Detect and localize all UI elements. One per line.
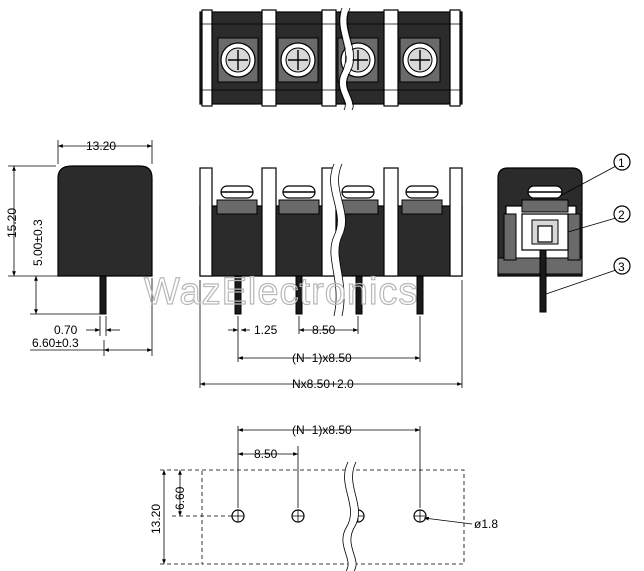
front-pitch-label: 8.50 xyxy=(312,323,336,337)
footprint-pitch-label: 8.50 xyxy=(254,447,278,461)
break-mark xyxy=(339,6,353,112)
footprint-row-offset-label: 6.60 xyxy=(173,486,187,510)
callout-3: 3 xyxy=(618,260,625,274)
front-view-pins xyxy=(234,275,424,315)
front-total-label: Nx8.50+2.0 xyxy=(292,377,354,391)
front-pin-offset-label: 1.25 xyxy=(254,323,278,337)
section-callouts: 1 2 3 xyxy=(545,153,631,295)
footprint-width-label: 13.20 xyxy=(149,504,163,534)
callout-1: 1 xyxy=(618,156,625,170)
side-view: 13.20 15.20 5.00±0.3 0.70 6.60±0.3 xyxy=(5,139,153,356)
top-view-barriers xyxy=(201,9,461,107)
front-view-screws xyxy=(216,185,443,215)
top-view xyxy=(199,6,463,112)
watermark: WazElectronics xyxy=(144,271,418,313)
front-view: 1.25 8.50 (N−1)x8.50 Nx8.50+2.0 xyxy=(199,162,463,391)
section-view: 1 2 3 xyxy=(497,153,631,313)
footprint-span-label: (N−1)x8.50 xyxy=(292,423,352,437)
callout-2: 2 xyxy=(618,208,625,222)
footprint-hole-label: ø1.8 xyxy=(474,517,498,531)
side-pin-height-label: 5.00±0.3 xyxy=(31,219,45,266)
footprint-holes xyxy=(231,509,427,523)
top-view-screws xyxy=(217,37,441,83)
side-pin-offset-label: 6.60±0.3 xyxy=(32,336,79,350)
pcb-footprint: (N−1)x8.50 8.50 6.60 13.20 ø1.8 xyxy=(149,423,498,571)
side-height-label: 15.20 xyxy=(5,208,19,238)
side-width-label: 13.20 xyxy=(86,139,116,153)
front-span-label: (N−1)x8.50 xyxy=(292,351,352,365)
side-pin-width-label: 0.70 xyxy=(54,323,78,337)
